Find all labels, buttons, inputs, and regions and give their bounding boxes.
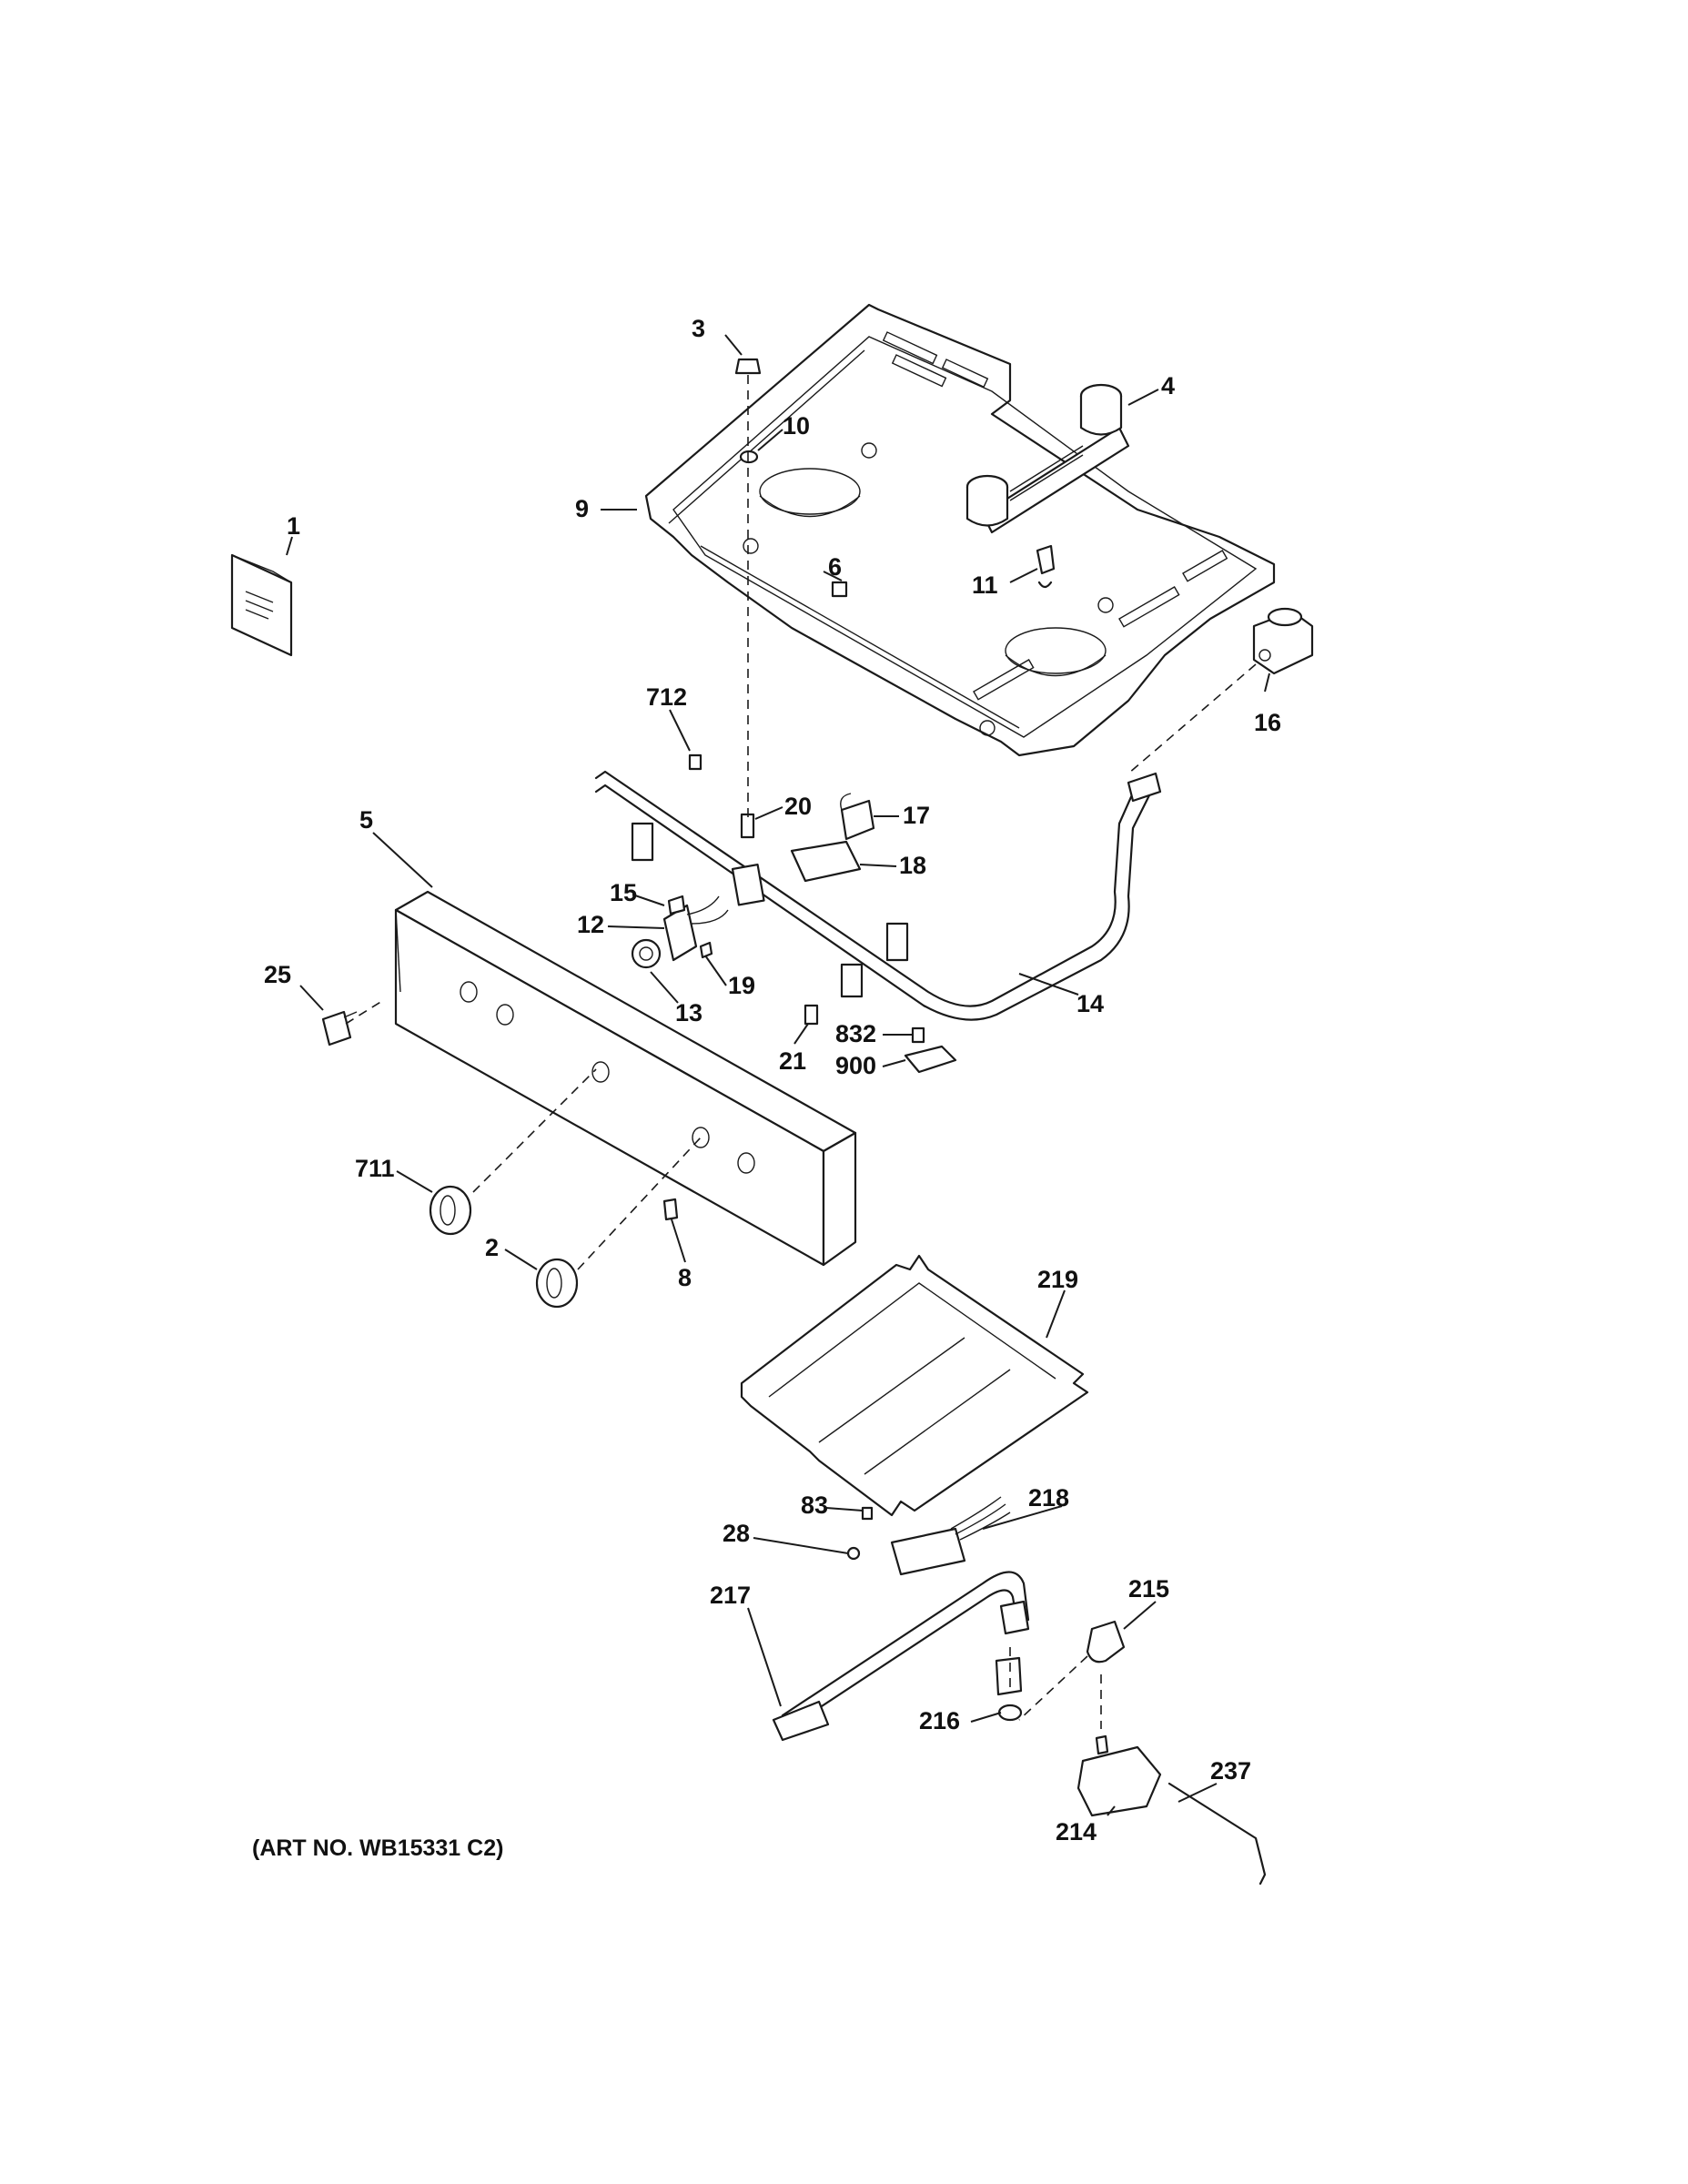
callout-218: 218 bbox=[1028, 1484, 1069, 1512]
callout-21: 21 bbox=[779, 1047, 806, 1075]
part-1-literature-envelope bbox=[230, 553, 293, 657]
part-18-bracket bbox=[790, 840, 862, 883]
part-219-shield bbox=[740, 1254, 1089, 1517]
callout-14: 14 bbox=[1076, 990, 1104, 1017]
part-16-regulator bbox=[1252, 607, 1314, 675]
callout-6: 6 bbox=[828, 553, 842, 581]
part-712-screw bbox=[688, 753, 702, 771]
part-218-connector bbox=[890, 1496, 1011, 1576]
callout-215: 215 bbox=[1128, 1575, 1169, 1603]
assembly-lines bbox=[345, 375, 1257, 1729]
callout-10: 10 bbox=[783, 412, 810, 440]
part-237-wire bbox=[1167, 1782, 1267, 1886]
part-14-manifold bbox=[594, 770, 1162, 1021]
leader-lines bbox=[286, 334, 1270, 1816]
part-215-bracket bbox=[1086, 1620, 1126, 1663]
part-711-knob bbox=[429, 1185, 472, 1236]
callout-16: 16 bbox=[1254, 709, 1281, 736]
callout-3: 3 bbox=[692, 315, 705, 342]
callout-900: 900 bbox=[835, 1052, 876, 1079]
callout-217: 217 bbox=[710, 1582, 751, 1609]
part-10-washer bbox=[739, 450, 759, 464]
part-5-control-panel bbox=[394, 890, 857, 1267]
callout-832: 832 bbox=[835, 1020, 876, 1047]
callout-4: 4 bbox=[1161, 372, 1175, 399]
part-83 bbox=[861, 1506, 874, 1521]
part-28 bbox=[846, 1546, 861, 1561]
callout-214: 214 bbox=[1056, 1818, 1097, 1845]
part-900-bracket bbox=[904, 1045, 957, 1074]
callout-711: 711 bbox=[355, 1155, 395, 1182]
callout-712: 712 bbox=[646, 683, 687, 711]
part-17-switch bbox=[840, 793, 875, 841]
callout-12: 12 bbox=[577, 911, 604, 938]
callout-labels: 3 10 4 9 6 11 1 16 712 20 17 18 5 15 12 … bbox=[264, 315, 1281, 1845]
part-25-switch bbox=[321, 1010, 358, 1046]
part-4-burner-head-assembly bbox=[965, 383, 1130, 534]
callout-13: 13 bbox=[675, 999, 702, 1026]
callout-8: 8 bbox=[678, 1264, 692, 1291]
callout-1: 1 bbox=[287, 512, 300, 540]
part-832-screw bbox=[911, 1026, 925, 1044]
part-217-bracket bbox=[772, 1571, 1030, 1742]
callout-28: 28 bbox=[723, 1520, 750, 1547]
part-9-burner-box bbox=[644, 303, 1276, 757]
callout-20: 20 bbox=[784, 793, 812, 820]
callout-2: 2 bbox=[485, 1234, 499, 1261]
part-21-screw bbox=[804, 1004, 819, 1026]
part-6-fastener bbox=[831, 581, 848, 598]
art-number: (ART NO. WB15331 C2) bbox=[252, 1835, 504, 1861]
part-8-screw bbox=[662, 1198, 679, 1221]
part-12-valve-assembly bbox=[631, 895, 729, 969]
callout-15: 15 bbox=[610, 879, 637, 906]
callout-237: 237 bbox=[1210, 1757, 1251, 1785]
callout-5: 5 bbox=[359, 806, 373, 834]
callout-216: 216 bbox=[919, 1707, 960, 1734]
callout-83: 83 bbox=[801, 1491, 828, 1519]
callout-18: 18 bbox=[899, 852, 926, 879]
callout-219: 219 bbox=[1037, 1266, 1078, 1293]
part-214-igniter bbox=[1076, 1734, 1162, 1817]
callout-17: 17 bbox=[903, 802, 930, 829]
part-3-cap bbox=[734, 358, 762, 375]
part-11-clip bbox=[1036, 544, 1056, 589]
callout-9: 9 bbox=[575, 495, 589, 522]
callout-19: 19 bbox=[728, 972, 755, 999]
part-2-knob bbox=[535, 1258, 579, 1309]
callout-11: 11 bbox=[972, 571, 998, 599]
part-216 bbox=[995, 1656, 1023, 1722]
callout-25: 25 bbox=[264, 961, 291, 988]
part-20-screw bbox=[740, 813, 755, 839]
